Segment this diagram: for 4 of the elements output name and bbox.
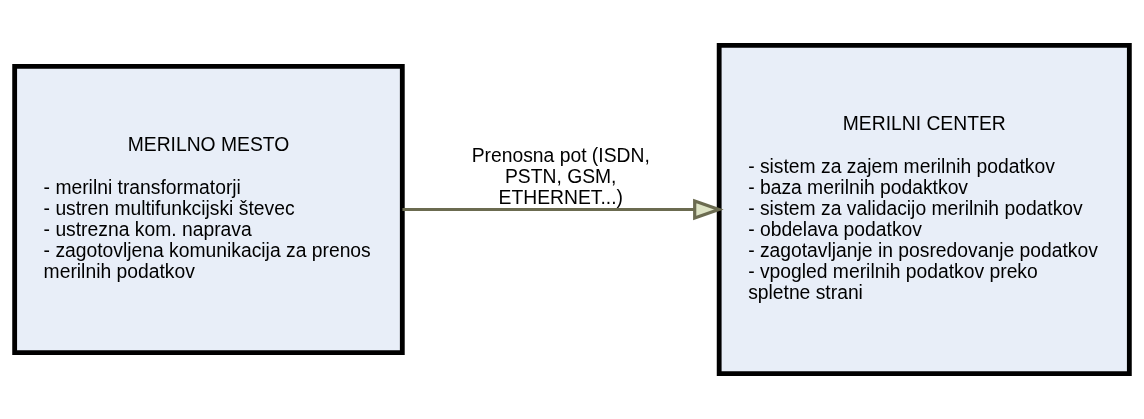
node-box: MERILNO MESTO - merilni transformatorji - ustren multifunkcijski števec - ustrezna kom. naprava - zagotovljena komunikacija za prenos merilnih podatkov (12, 63, 405, 356)
edge-label: Prenosna pot (ISDN, PSTN, GSM, ETHERNET...) (471, 145, 650, 209)
arrow (402, 198, 724, 221)
node-box: MERILNI CENTER - sistem za zajem merilnih podatkov - baza merilnih podaktkov - sistem za validacijo merilnih podatkov - obdelava podatkov - zagotavljanje in posredovanje podatkov - vpogled merilnih podatkov preko spletne strani (716, 43, 1132, 376)
